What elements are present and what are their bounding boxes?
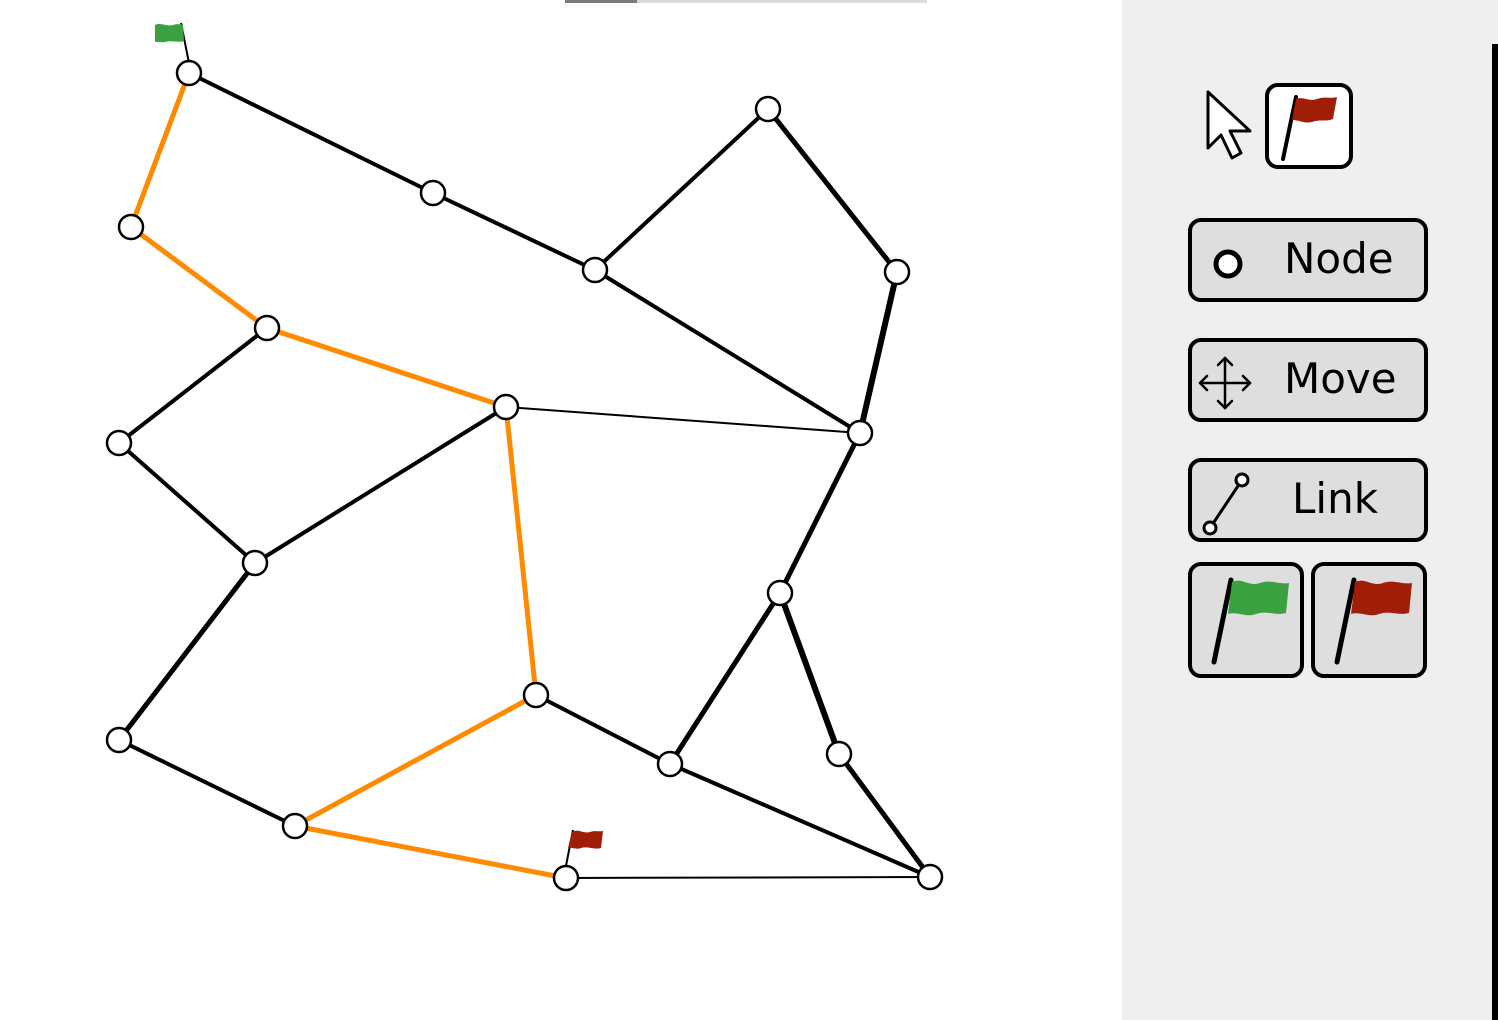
path-segment (128, 224, 270, 331)
tool-panel: Node Move Link (1122, 0, 1498, 1020)
graph-node[interactable] (117, 213, 145, 241)
panel-divider (1492, 44, 1498, 1020)
node-button-label: Node (1284, 234, 1394, 284)
graph-canvas[interactable] (0, 0, 1122, 1020)
graph-link[interactable] (836, 751, 933, 880)
graph-node[interactable] (766, 579, 794, 607)
graph-link[interactable] (668, 762, 932, 879)
graph-node[interactable] (825, 740, 853, 768)
graph-node[interactable] (281, 812, 309, 840)
graph-link[interactable] (117, 441, 257, 565)
start-flag-button[interactable] (1188, 562, 1304, 678)
flag-mode-button[interactable] (1265, 83, 1353, 169)
graph-node[interactable] (581, 256, 609, 284)
graph-link[interactable] (117, 738, 297, 828)
graph-link[interactable] (667, 590, 783, 767)
graph-link[interactable] (253, 405, 508, 565)
flags-layer (155, 22, 603, 877)
graph-link[interactable] (116, 560, 258, 743)
path-segment (503, 404, 539, 698)
path-segment (292, 823, 569, 881)
graph-node[interactable] (492, 393, 520, 421)
cursor-arrow-icon (1206, 90, 1252, 160)
graph-link[interactable] (765, 106, 900, 275)
shortest-path-layer (128, 70, 569, 881)
green-flag-icon (1211, 577, 1289, 665)
graph-link[interactable] (565, 876, 931, 879)
graph-link[interactable] (534, 693, 672, 766)
graph-link[interactable] (505, 406, 861, 434)
graph-link[interactable] (857, 269, 900, 436)
graph-link[interactable] (187, 71, 435, 195)
move-button-label: Move (1284, 354, 1397, 404)
end-flag-button[interactable] (1311, 562, 1427, 678)
graph-node[interactable] (656, 750, 684, 778)
graph-node[interactable] (175, 59, 203, 87)
graph-link[interactable] (117, 326, 269, 445)
graph-link[interactable] (777, 430, 863, 596)
graph-node[interactable] (105, 429, 133, 457)
graph-link[interactable] (431, 191, 597, 272)
graph-link[interactable] (593, 107, 770, 272)
graph-link[interactable] (593, 268, 862, 435)
graph-node[interactable] (754, 95, 782, 123)
path-segment (292, 692, 539, 829)
move-arrows-icon (1198, 356, 1252, 410)
path-segment (128, 70, 192, 230)
node-circle-icon (1213, 249, 1243, 279)
node-tool-button[interactable]: Node (1188, 218, 1428, 302)
graph-node[interactable] (883, 258, 911, 286)
red-flag-icon (1281, 95, 1337, 161)
move-tool-button[interactable]: Move (1188, 338, 1428, 422)
graph-link[interactable] (777, 590, 842, 757)
graph-node[interactable] (846, 419, 874, 447)
graph-node[interactable] (253, 314, 281, 342)
links-layer (116, 71, 933, 880)
graph-node[interactable] (419, 179, 447, 207)
link-button-label: Link (1292, 474, 1379, 524)
graph-node[interactable] (522, 681, 550, 709)
horizontal-scrollbar[interactable] (565, 0, 927, 3)
link-tool-button[interactable]: Link (1188, 458, 1428, 542)
red-flag-icon (1334, 577, 1412, 665)
path-segment (264, 325, 509, 410)
graph-node[interactable] (105, 726, 133, 754)
graph-node[interactable] (552, 864, 580, 892)
graph-node[interactable] (241, 549, 269, 577)
pointer-tool[interactable] (1204, 86, 1260, 166)
scrollbar-thumb[interactable] (565, 0, 637, 3)
graph-node[interactable] (916, 863, 944, 891)
link-line-icon (1202, 472, 1250, 536)
nodes-layer (105, 59, 944, 892)
graph-svg[interactable] (0, 0, 1122, 1020)
